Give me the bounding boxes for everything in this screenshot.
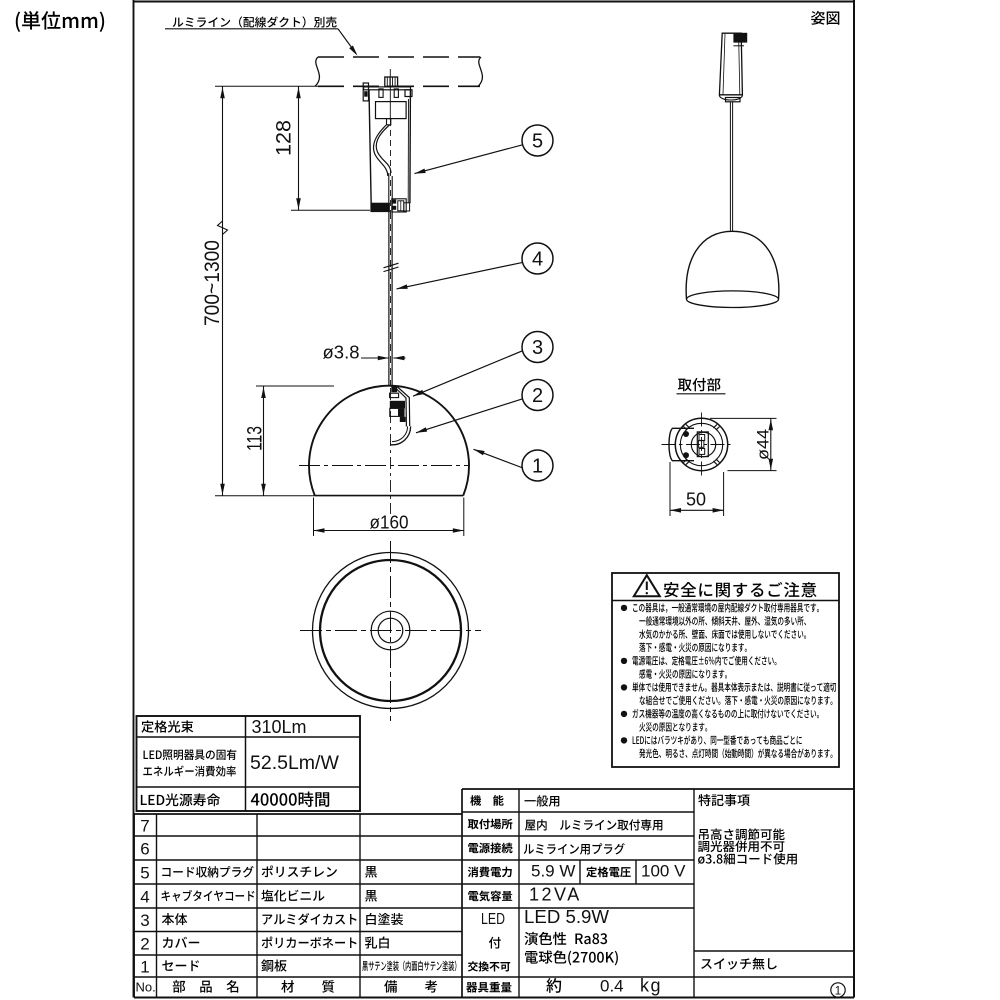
svg-text:LED 5.9W: LED 5.9W — [524, 906, 610, 927]
svg-text:ø44: ø44 — [753, 429, 772, 460]
svg-text:4: 4 — [140, 888, 149, 907]
svg-text:5: 5 — [140, 864, 149, 883]
svg-text:2: 2 — [532, 385, 543, 407]
svg-text:0.4: 0.4 — [600, 977, 624, 996]
svg-text:1: 1 — [140, 958, 149, 977]
svg-text:50: 50 — [686, 490, 706, 510]
svg-text:ø3.8: ø3.8 — [323, 343, 360, 363]
svg-text:5.9 W: 5.9 W — [531, 862, 575, 881]
svg-text:6: 6 — [140, 840, 149, 859]
svg-text:100 V: 100 V — [641, 862, 686, 881]
svg-text:3: 3 — [532, 337, 543, 359]
svg-text:1: 1 — [835, 985, 841, 997]
svg-text:1: 1 — [532, 456, 543, 478]
svg-text:5: 5 — [532, 131, 543, 153]
svg-text:No.: No. — [136, 980, 156, 995]
svg-text:700~1300: 700~1300 — [200, 240, 224, 326]
svg-text:LED: LED — [481, 911, 505, 928]
svg-text:52.5Lm/W: 52.5Lm/W — [250, 752, 339, 774]
svg-text:3: 3 — [140, 911, 149, 930]
svg-text:128: 128 — [272, 120, 296, 156]
svg-text:310Lm: 310Lm — [252, 717, 307, 737]
svg-text:ø160: ø160 — [370, 512, 409, 533]
svg-text:4: 4 — [532, 249, 543, 271]
svg-text:7: 7 — [140, 817, 149, 836]
svg-text:12VA: 12VA — [529, 885, 582, 905]
svg-text:113: 113 — [243, 426, 267, 451]
svg-text:kg: kg — [640, 976, 662, 996]
svg-text:2: 2 — [140, 935, 149, 954]
